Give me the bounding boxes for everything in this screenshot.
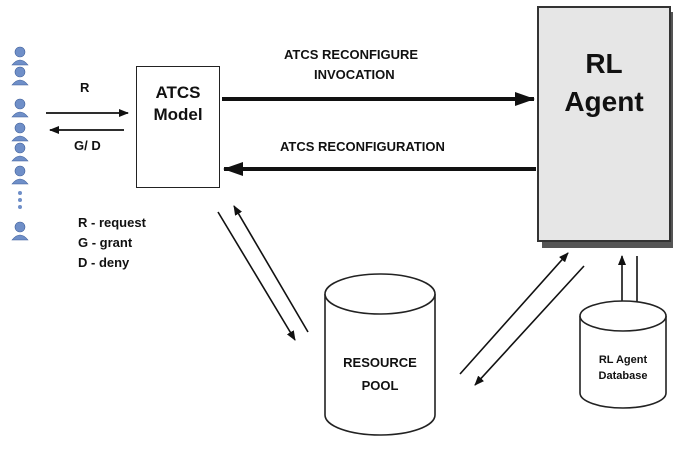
- user-icon: [11, 122, 29, 142]
- user-icon: [11, 46, 29, 66]
- rl-database-cylinder: [579, 300, 667, 409]
- atcs-model-title-line2: Model: [153, 105, 203, 124]
- user-icon: [11, 66, 29, 86]
- rl-agent-title-line2: Agent: [564, 86, 644, 117]
- grant-deny-label: G/ D: [74, 138, 101, 153]
- legend-deny: D - deny: [78, 255, 130, 270]
- atcs-model-box: ATCS Model: [136, 66, 220, 188]
- user-icon: [11, 221, 29, 241]
- legend-grant: G - grant: [78, 235, 133, 250]
- reconfiguration-label: ATCS RECONFIGURATION: [280, 139, 445, 154]
- users-group: [11, 46, 29, 241]
- ellipsis-dots: [18, 191, 22, 209]
- atcs-model-title-line1: ATCS: [155, 83, 201, 102]
- invocation-label-line1: ATCS RECONFIGURE: [284, 47, 419, 62]
- rl-database-label-line2: Database: [598, 370, 648, 382]
- resource-pool-label-line1: RESOURCE: [343, 355, 417, 370]
- pool-to-atcs-arrow: [233, 205, 309, 333]
- user-icon: [11, 165, 29, 185]
- legend: R - request G - grant D - deny: [78, 213, 146, 273]
- pool-to-agent-arrow: [459, 252, 569, 375]
- atcs-to-pool-arrow: [217, 211, 296, 341]
- resource-pool-cylinder: [324, 273, 436, 436]
- user-icon: [11, 98, 29, 118]
- rl-database-label-line1: RL Agent: [598, 354, 648, 366]
- request-label: R: [80, 80, 90, 95]
- rl-agent-title-line1: RL: [585, 48, 623, 79]
- legend-request: R - request: [78, 215, 146, 230]
- agent-to-pool-arrow: [474, 265, 585, 386]
- user-icon: [11, 142, 29, 162]
- resource-pool-label-line2: POOL: [361, 378, 399, 393]
- rl-agent-box: RL Agent: [537, 6, 671, 242]
- invocation-label-line2: INVOCATION: [314, 67, 395, 82]
